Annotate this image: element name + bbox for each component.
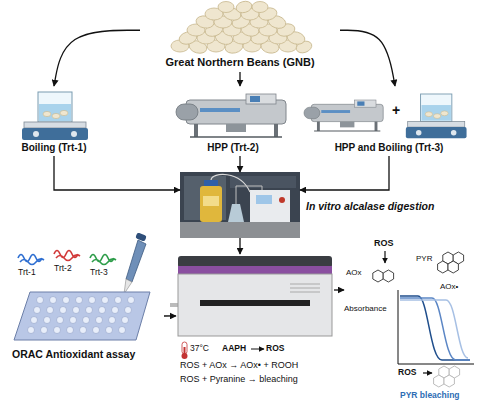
sample-label: Trt-3 [90,268,108,278]
node-text: Great Northern Beans (GNB) [165,56,314,69]
node-text: AOx• [440,282,458,291]
thermometer-icon [182,342,188,359]
sample-label: Trt-2 [54,264,72,274]
node-text: 37°C [190,344,209,354]
node-text: PYR [416,254,432,263]
flow-arrow [239,72,240,86]
flow-arrow [54,156,180,190]
node-text: ROS [266,344,284,354]
bean-pile [171,0,313,55]
node-text: ORAC Antioxidant assay [12,348,135,360]
node-text: ROS [374,238,394,248]
node-text: Boiling (Trt-1) [22,142,87,154]
flow-arrow [300,156,389,190]
node-text: HPP (Trt-2) [207,142,259,154]
reaction-arrow [251,349,264,350]
flow-arrow [239,238,240,254]
hpp-machine [304,100,383,131]
trt-samples [18,251,116,265]
hot-plate-stirrer [406,94,467,138]
well-plate [14,292,150,340]
treatment-node: HPP and Boiling (Trt-3) [302,86,476,156]
node-text: ROS + AOx → AOx• + ROOH [180,360,298,370]
flow-arrow [164,315,176,316]
flow-arrow [340,30,395,86]
treatment-node: HPP (Trt-2) [168,86,298,156]
plate-reader: 37°C AAPH ROS ROS + AOx → AOx• + ROOH ROS + … [176,254,334,404]
node-text: AAPH [222,344,246,354]
node-text: In vitro alcalase digestion [306,200,434,212]
plus-sign: + [392,102,400,118]
sample-label: Trt-1 [18,268,36,278]
plate-reader-machine [170,256,332,336]
digestion-photo [180,172,300,238]
hpp-machine [176,94,286,137]
absorbance-plot [373,251,474,387]
treatment-node: Boiling (Trt-1) [8,86,100,156]
node-text: ROS + Pyranine → bleaching [180,374,298,384]
absorbance-chart: ROSAOxPYRAOx•AbsorbanceROSPYR bleaching [344,238,478,404]
node-text: Absorbance [344,304,387,313]
flow-arrow [54,30,140,86]
node-text: PYR bleaching [400,391,460,401]
node-text: AOx [346,268,362,277]
digestion-step: In vitro alcalase digestion [180,172,300,238]
node-text: HPP and Boiling (Trt-3) [335,142,444,154]
hot-plate-stirrer [22,92,88,140]
sample-node: Great Northern Beans (GNB) [140,0,340,72]
flow-arrow [239,156,240,172]
flow-arrow [334,289,344,290]
node-text: ROS [398,368,416,378]
pipette [124,232,147,294]
